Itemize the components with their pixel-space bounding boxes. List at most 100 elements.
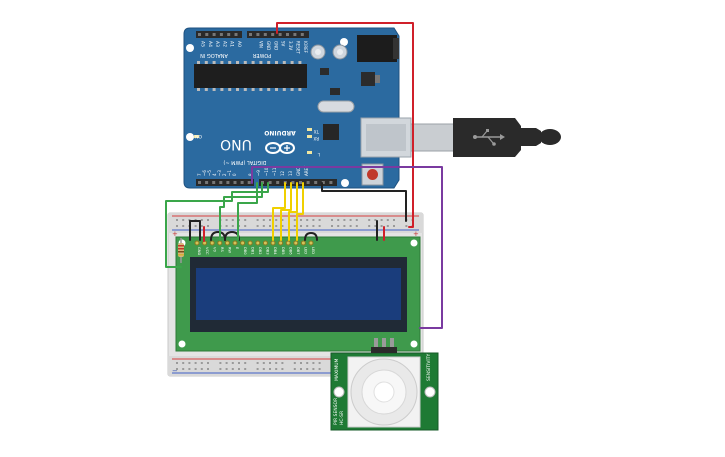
breadboard-hole[interactable]: [200, 362, 203, 364]
digital-pin[interactable]: [306, 181, 310, 184]
breadboard-hole[interactable]: [312, 219, 315, 221]
digital-pin[interactable]: [299, 181, 302, 184]
breadboard-hole[interactable]: [318, 219, 321, 221]
analog-pin[interactable]: [205, 33, 209, 36]
breadboard-hole[interactable]: [343, 225, 346, 227]
wire-lcd-gnd-rail[interactable]: [189, 220, 201, 241]
breadboard-hole[interactable]: [281, 368, 284, 370]
lcd-pin-pad[interactable]: [278, 240, 284, 246]
breadboard-hole[interactable]: [293, 368, 296, 370]
breadboard-hole[interactable]: [225, 362, 228, 364]
breadboard-hole[interactable]: [374, 225, 377, 227]
breadboard-hole[interactable]: [231, 362, 234, 364]
power-pin[interactable]: [256, 33, 260, 36]
breadboard-hole[interactable]: [281, 219, 284, 221]
breadboard-hole[interactable]: [355, 225, 358, 227]
digital-pin[interactable]: [329, 181, 333, 184]
breadboard-hole[interactable]: [194, 368, 197, 370]
digital-header-right[interactable]: [259, 179, 337, 186]
wire-green-2[interactable]: [219, 182, 263, 241]
digital-pin[interactable]: [291, 181, 295, 184]
breadboard-hole[interactable]: [349, 219, 352, 221]
breadboard-hole[interactable]: [176, 219, 178, 221]
resistor[interactable]: [178, 238, 184, 263]
breadboard-hole[interactable]: [256, 225, 259, 227]
digital-pin[interactable]: [268, 181, 272, 184]
breadboard-hole[interactable]: [231, 219, 234, 221]
usb-cable[interactable]: [410, 118, 561, 157]
breadboard-hole[interactable]: [349, 225, 352, 227]
breadboard-hole[interactable]: [393, 219, 395, 221]
breadboard-hole[interactable]: [275, 219, 278, 221]
breadboard-hole[interactable]: [300, 225, 302, 227]
breadboard-hole[interactable]: [275, 368, 278, 370]
wire-pir-signal[interactable]: [251, 166, 443, 329]
power-pin[interactable]: [300, 33, 304, 36]
power-pin[interactable]: [293, 33, 297, 36]
breadboard-hole[interactable]: [207, 362, 209, 364]
breadboard-hole[interactable]: [300, 368, 302, 370]
digital-pin[interactable]: [198, 181, 201, 184]
pir-pot[interactable]: [424, 386, 436, 398]
reset-button-cap[interactable]: [367, 169, 378, 180]
breadboard-hole[interactable]: [337, 225, 340, 227]
breadboard-hole[interactable]: [269, 219, 271, 221]
breadboard-hole[interactable]: [219, 362, 222, 364]
breadboard-hole[interactable]: [231, 225, 234, 227]
breadboard-hole[interactable]: [269, 225, 271, 227]
lcd-pin-pad[interactable]: [293, 240, 299, 246]
wire-yellow-3[interactable]: [288, 182, 298, 241]
pir-pot[interactable]: [333, 386, 345, 398]
breadboard-hole[interactable]: [194, 362, 197, 364]
digital-pin[interactable]: [247, 181, 251, 184]
breadboard-hole[interactable]: [262, 225, 265, 227]
breadboard-hole[interactable]: [225, 368, 228, 370]
breadboard-hole[interactable]: [194, 225, 197, 227]
breadboard-hole[interactable]: [256, 362, 259, 364]
lcd-pin-pad[interactable]: [240, 240, 246, 246]
breadboard-hole[interactable]: [312, 368, 315, 370]
analog-pin[interactable]: [198, 33, 201, 36]
breadboard-hole[interactable]: [176, 225, 178, 227]
power-header[interactable]: [247, 31, 309, 38]
breadboard-hole[interactable]: [262, 368, 265, 370]
breadboard-hole[interactable]: [281, 362, 284, 364]
lcd-screen[interactable]: [196, 268, 401, 320]
digital-pin[interactable]: [276, 181, 280, 184]
breadboard-hole[interactable]: [306, 368, 309, 370]
digital-pin[interactable]: [240, 181, 244, 184]
breadboard-hole[interactable]: [244, 362, 247, 364]
analog-pin[interactable]: [234, 33, 238, 36]
breadboard-hole[interactable]: [293, 225, 296, 227]
breadboard-hole[interactable]: [386, 219, 389, 221]
lcd-pin-pad[interactable]: [308, 240, 314, 246]
breadboard-hole[interactable]: [262, 362, 265, 364]
breadboard-hole[interactable]: [374, 219, 377, 221]
breadboard-hole[interactable]: [293, 219, 296, 221]
breadboard-hole[interactable]: [182, 362, 185, 364]
lcd-pin-pad[interactable]: [285, 240, 291, 246]
power-pin[interactable]: [271, 33, 275, 36]
breadboard-hole[interactable]: [405, 225, 408, 227]
breadboard-hole[interactable]: [386, 225, 389, 227]
digital-pin[interactable]: [321, 181, 325, 184]
digital-header-left[interactable]: [196, 179, 254, 186]
digital-pin[interactable]: [314, 181, 318, 184]
breadboard-hole[interactable]: [200, 225, 203, 227]
breadboard-hole[interactable]: [269, 362, 271, 364]
breadboard-hole[interactable]: [380, 225, 383, 227]
breadboard-hole[interactable]: [306, 219, 309, 221]
breadboard-hole[interactable]: [300, 219, 302, 221]
pir-pin[interactable]: [374, 338, 378, 353]
breadboard-hole[interactable]: [188, 219, 191, 221]
breadboard-hole[interactable]: [225, 225, 228, 227]
breadboard-hole[interactable]: [269, 368, 271, 370]
lcd-pin-pad[interactable]: [300, 240, 306, 246]
pir-pin[interactable]: [390, 338, 394, 353]
wire-lcd-rw-gnd[interactable]: [210, 231, 226, 241]
breadboard-hole[interactable]: [300, 362, 302, 364]
breadboard-hole[interactable]: [331, 225, 333, 227]
breadboard-hole[interactable]: [256, 368, 259, 370]
